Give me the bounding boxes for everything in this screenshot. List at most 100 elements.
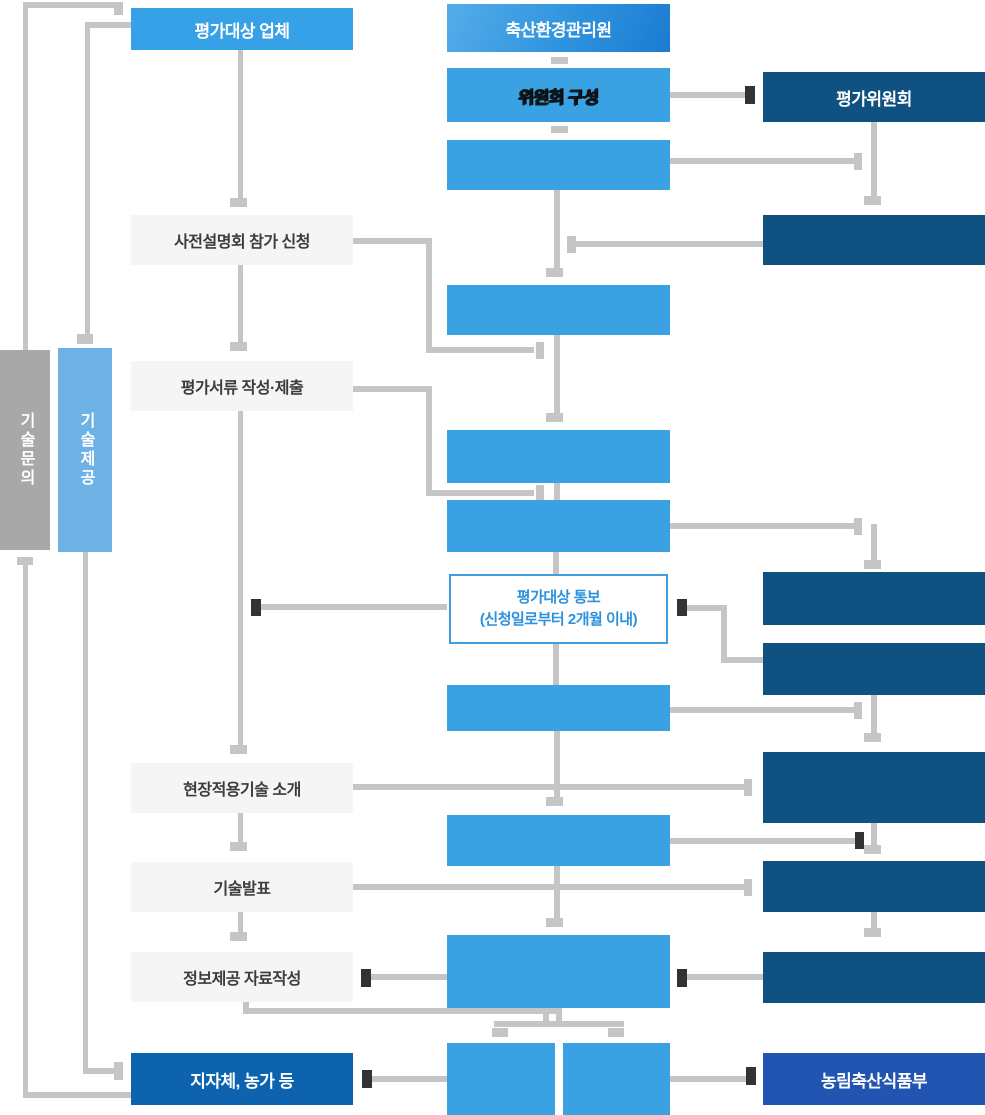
connector [83, 552, 88, 1068]
connector [871, 695, 877, 735]
connector [871, 122, 877, 198]
connector [670, 838, 856, 844]
connector [353, 884, 745, 890]
process-box [563, 1043, 670, 1115]
connector [353, 238, 428, 244]
process-box [763, 643, 985, 695]
arrow-cap [546, 413, 563, 422]
tech-inquiry-bar: 기술문의 [0, 350, 50, 550]
arrow-cap [854, 702, 862, 719]
node-document-submit: 평가서류 작성·제출 [131, 361, 353, 411]
connector [23, 2, 120, 8]
connector [23, 2, 28, 350]
connector [353, 784, 745, 790]
tech-provision-bar: 기술제공 [58, 348, 112, 552]
arrow-cap [492, 1028, 508, 1037]
connector [261, 604, 447, 610]
node-committee-setup: 위원회 구성 [447, 68, 670, 122]
connector [543, 1008, 549, 1024]
process-box [447, 815, 670, 866]
node-evaluation-notice: 평가대상 통보 (신청일로부터 2개월 이내) [449, 574, 668, 644]
arrow-cap [230, 745, 247, 754]
dark-arrow-left [361, 969, 371, 987]
process-box [447, 430, 670, 483]
dark-arrow-left [251, 599, 261, 616]
process-box [447, 685, 670, 731]
dark-arrow-left [362, 1070, 372, 1088]
node-info-material: 정보제공 자료작성 [131, 952, 353, 1002]
connector-stub [551, 57, 568, 64]
connector [85, 22, 90, 334]
connector-stub [551, 126, 568, 133]
arrow-cap [744, 779, 752, 796]
connector [670, 1076, 746, 1082]
connector [554, 335, 560, 415]
connector [721, 657, 763, 663]
arrow-cap [608, 1028, 624, 1037]
notice-line1: 평가대상 통보 [516, 589, 601, 607]
arrow-cap [744, 879, 752, 896]
process-box [763, 861, 985, 912]
dark-arrow-right [745, 86, 755, 104]
arrow-cap [536, 342, 544, 359]
arrow-cap [536, 485, 544, 502]
connector [238, 813, 243, 842]
connector [670, 158, 856, 164]
connector [426, 347, 534, 353]
connector [243, 1002, 249, 1012]
arrow-cap [854, 518, 862, 535]
arrow-cap [230, 198, 247, 207]
node-local-gov: 지자체, 농가 등 [131, 1053, 353, 1105]
connector [554, 866, 560, 920]
connector [353, 386, 428, 392]
connector [721, 605, 727, 663]
arrow-cap [864, 928, 881, 937]
dark-arrow-left [677, 599, 687, 616]
arrow-cap [230, 842, 247, 851]
arrow-cap [864, 196, 881, 205]
process-box [763, 752, 985, 823]
node-field-tech-intro: 현장적용기술 소개 [131, 763, 353, 813]
node-evaluation-committee: 평가위원회 [763, 72, 985, 122]
arrow-cap [546, 268, 563, 277]
dark-arrow-left [677, 969, 687, 987]
arrow-cap [230, 932, 247, 941]
arrow-cap [546, 918, 563, 927]
connector [871, 524, 877, 560]
process-box [447, 140, 670, 190]
connector [576, 241, 763, 247]
connector [670, 92, 745, 98]
node-target-company: 평가대상 업체 [131, 8, 353, 50]
connector [871, 823, 877, 847]
notice-line2: (신청일로부터 2개월 이내) [479, 611, 638, 628]
dark-arrow-right [855, 832, 864, 849]
connector [426, 490, 534, 496]
process-box [447, 1043, 555, 1115]
dark-arrow-right [746, 1067, 756, 1085]
connector [85, 22, 131, 28]
connector [23, 1092, 131, 1098]
connector [238, 50, 243, 200]
node-ministry: 농림축산식품부 [763, 1053, 985, 1105]
connector [426, 386, 432, 493]
connector [494, 1021, 624, 1027]
connector [687, 974, 763, 980]
process-box [763, 952, 985, 1003]
connector [83, 1068, 116, 1074]
node-tech-presentation: 기술발표 [131, 862, 353, 912]
connector-stub [553, 644, 559, 685]
connector [871, 912, 877, 930]
arrow-cap [854, 153, 862, 170]
arrow-cap [114, 2, 123, 15]
connector [670, 523, 856, 529]
connector [238, 265, 243, 342]
process-box [447, 500, 670, 552]
connector [687, 605, 727, 611]
arrow-cap [546, 797, 563, 806]
connector [238, 411, 243, 747]
connector [554, 190, 560, 270]
node-agency: 축산환경관리원 [447, 4, 670, 52]
arrow-cap [864, 733, 881, 742]
process-box [447, 935, 670, 1008]
